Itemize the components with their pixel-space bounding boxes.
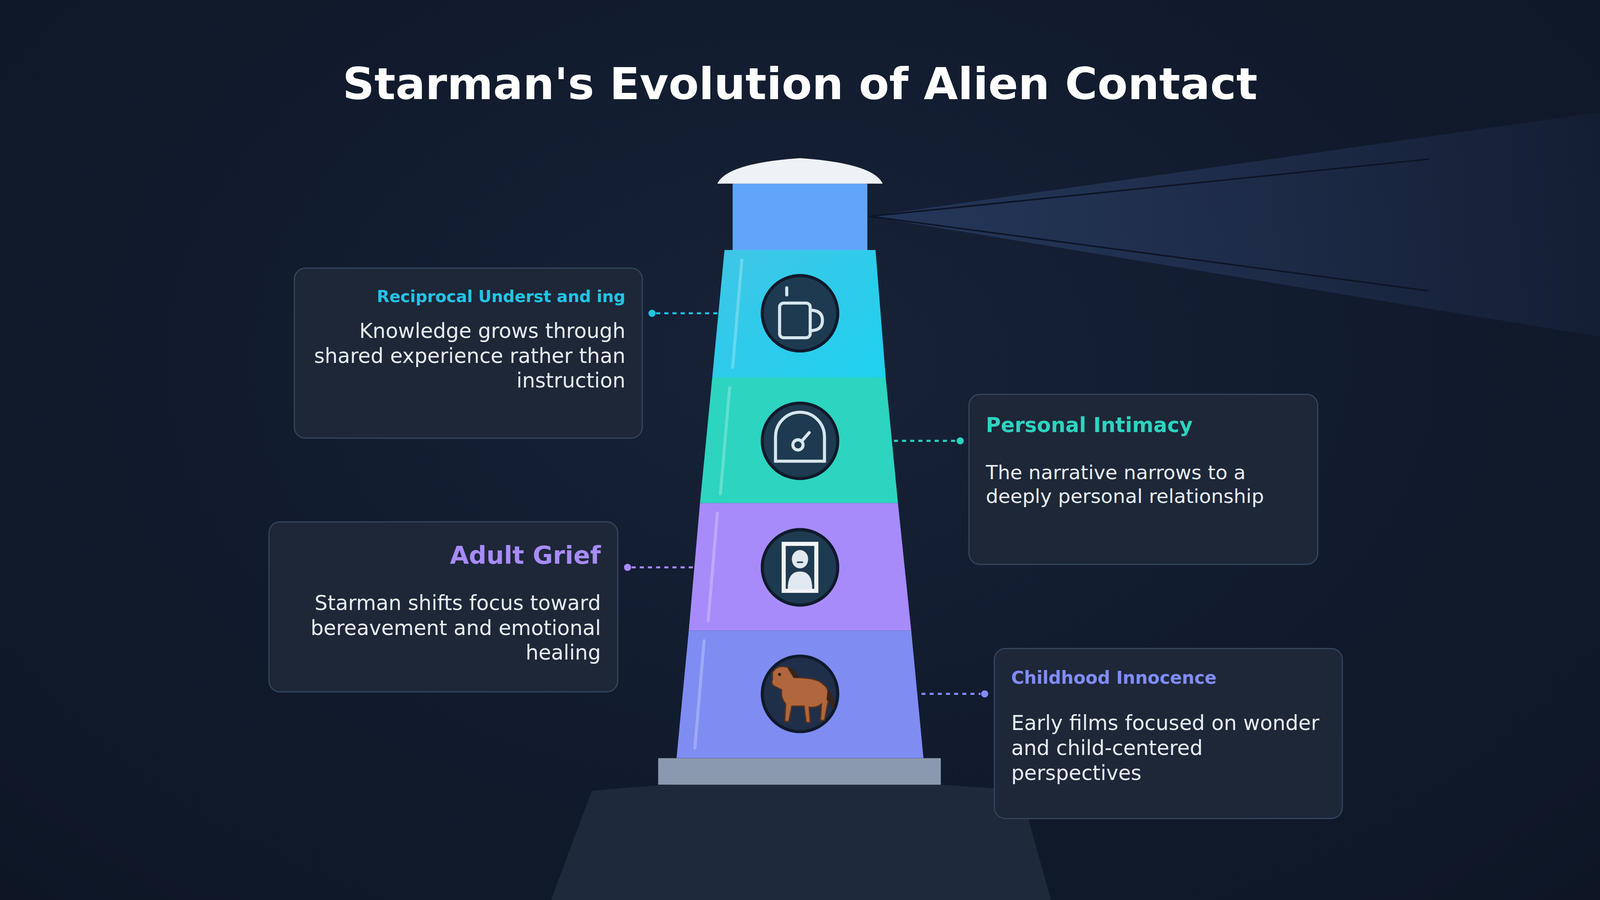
callout-box: Adult GriefStarman shifts focus toward b… [268,521,619,693]
lighthouse-dome [717,158,883,184]
tower-band [712,250,886,378]
tower-band [700,377,898,503]
tower-band [676,630,924,758]
lighthouse-base [658,758,941,785]
light-beam [869,112,1600,337]
leader-dot [624,309,989,698]
mug-icon [779,287,823,338]
callout-body: The narrative narrows to a deeply person… [985,460,1301,509]
callout-box: Reciprocal Underst and ingKnowledge grow… [293,267,643,439]
callout-body: Early films focused on wonder and child-… [1011,710,1326,786]
callout-body: Starman shifts focus toward bereavement … [285,590,601,666]
band-highlight [695,260,743,748]
leader-line [631,313,981,694]
portrait-icon [781,541,819,593]
callout-body: Knowledge grows through shared experienc… [311,318,626,394]
gauge-icon [775,412,825,462]
callout-box: Personal IntimacyThe narrative narrows t… [968,393,1319,565]
icon-circle [762,275,838,732]
callout-heading: Adult Grief [285,540,601,571]
beam-ray [869,159,1429,217]
tower-band [688,502,912,631]
beam-ray [869,216,1429,291]
lantern-room [732,183,868,250]
callout-heading: Childhood Innocence [1011,667,1326,689]
callout-heading: Personal Intimacy [985,413,1301,438]
ground-hill [550,780,1051,900]
horse-icon [771,666,835,723]
callout-heading: Reciprocal Underst and ing [311,287,626,307]
callout-box: Childhood InnocenceEarly films focused o… [993,647,1343,820]
diagram-title: Starman's Evolution of Alien Contact [0,58,1600,110]
